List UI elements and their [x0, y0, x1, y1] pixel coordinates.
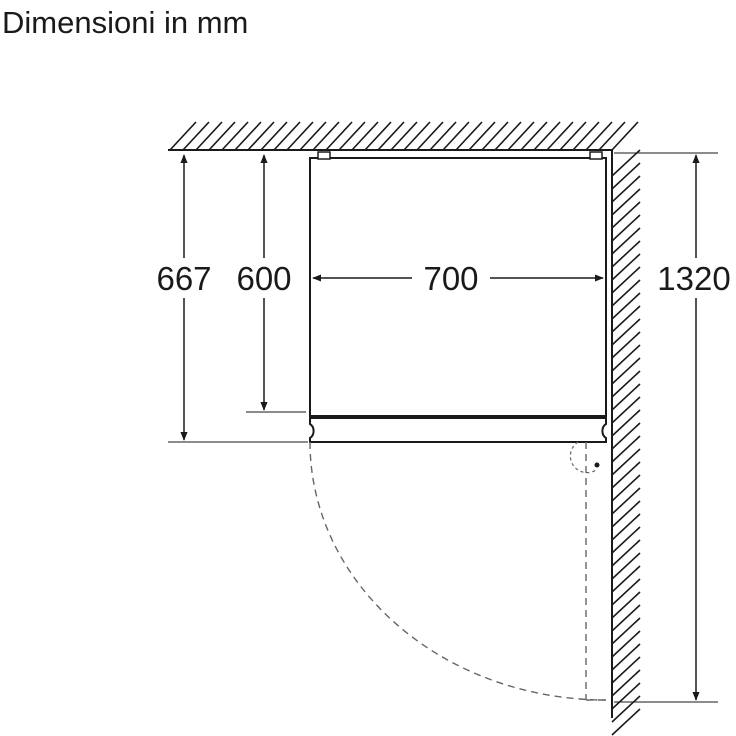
extension-lines: [168, 152, 718, 703]
wall-hatch-line: [611, 396, 641, 424]
wall-hatch-line: [325, 121, 353, 151]
wall-hatch-line: [247, 121, 275, 151]
wall-hatch-line: [611, 344, 641, 372]
wall-hatch-line: [403, 121, 431, 151]
wall-hatch-line: [611, 682, 641, 710]
wall-hatch-line: [611, 669, 641, 697]
wall-hatch-line: [494, 121, 522, 151]
wall-hatch-line: [611, 513, 641, 541]
wall-hatch-line: [611, 604, 641, 632]
wall-hatch-line: [611, 474, 641, 502]
wall-hatch-line: [611, 526, 641, 554]
wall-hatch-line: [455, 121, 483, 151]
wall-hatch-line: [585, 121, 613, 151]
wall-hatch-line: [611, 435, 641, 463]
side-wall: [611, 149, 641, 736]
wall-hatch-line: [611, 591, 641, 619]
wall-hatch-line: [611, 357, 641, 385]
wall-hatch-line: [338, 121, 366, 151]
wall-hatch-line: [611, 331, 641, 359]
wall-hatch-line: [195, 121, 223, 151]
wall-hatch-line: [351, 121, 379, 151]
wall-hatch-line: [364, 121, 392, 151]
wall-hatch-line: [611, 214, 641, 242]
wall-hatch-line: [611, 552, 641, 580]
wall-hatch-line: [611, 318, 641, 346]
wall-hatch-line: [611, 162, 641, 190]
wall-hatch-line: [169, 121, 197, 151]
wall-hatch-line: [611, 279, 641, 307]
wall-hatch-line: [273, 121, 301, 151]
wall-hatch-line: [611, 227, 641, 255]
wall-hatch-line: [611, 565, 641, 593]
wall-hatch-line: [611, 149, 641, 177]
wall-hatch-line: [481, 121, 509, 151]
wall-hatch-line: [559, 121, 587, 151]
wall-hatch-line: [312, 121, 340, 151]
wall-hatch-line: [299, 121, 327, 151]
wall-hatch-line: [468, 121, 496, 151]
hinge-pivot-icon: [594, 462, 600, 468]
wall-hatch-line: [611, 292, 641, 320]
wall-hatch-line: [611, 578, 641, 606]
wall-hatch-line: [208, 121, 236, 151]
wall-hatch-line: [611, 461, 641, 489]
wall-hatch-line: [611, 422, 641, 450]
wall-hatch-line: [546, 121, 574, 151]
wall-hatch-line: [611, 656, 641, 684]
wall-hatch-line: [611, 175, 641, 203]
wall-hatch-line: [611, 188, 641, 216]
back-wall: [168, 121, 639, 151]
wall-hatch-line: [611, 539, 641, 567]
dimension-600-label: 600: [236, 260, 291, 297]
wall-hatch-line: [286, 121, 314, 151]
dimension-667: 667: [150, 154, 218, 441]
wall-hatch-line: [377, 121, 405, 151]
wall-hatch-line: [611, 201, 641, 229]
wall-hatch-line: [611, 617, 641, 645]
wall-hatch-line: [390, 121, 418, 151]
wall-hatch-line: [429, 121, 457, 151]
wall-hatch-line: [611, 240, 641, 268]
wall-hatch-line: [611, 370, 641, 398]
wall-hatch-line: [572, 121, 600, 151]
wall-hatch-line: [221, 121, 249, 151]
dimension-600: 600: [230, 154, 298, 411]
fridge-door: [309, 417, 607, 443]
wall-hatch-line: [234, 121, 262, 151]
wall-hatch-line: [182, 121, 210, 151]
page-title: Dimensioni in mm: [2, 5, 249, 40]
wall-hatch-line: [507, 121, 535, 151]
wall-hatch-line: [260, 121, 288, 151]
wall-hatch-line: [611, 695, 641, 723]
wall-hatch-line: [611, 448, 641, 476]
dimension-667-label: 667: [156, 260, 211, 297]
dimension-700: 700: [312, 258, 604, 298]
wall-hatch-line: [611, 708, 641, 736]
wall-hatch-line: [416, 121, 444, 151]
wall-hatch-line: [611, 121, 639, 151]
wall-hatch-line: [611, 253, 641, 281]
wall-hatch-line: [611, 305, 641, 333]
wall-hatch-line: [611, 630, 641, 658]
fridge-cabinet: [309, 151, 607, 417]
wall-hatch-line: [611, 409, 641, 437]
dimension-1320: 1320: [654, 154, 734, 701]
dimension-1320-label: 1320: [657, 260, 730, 297]
wall-hatch-line: [520, 121, 548, 151]
wall-hatch-line: [611, 266, 641, 294]
wall-hatch-line: [598, 121, 626, 151]
wall-hatch-line: [611, 487, 641, 515]
dimension-700-label: 700: [423, 260, 478, 297]
wall-hatch-line: [611, 500, 641, 528]
wall-hatch-line: [611, 383, 641, 411]
wall-hatch-line: [533, 121, 561, 151]
door-swing-arc: [309, 441, 607, 701]
wall-hatch-line: [442, 121, 470, 151]
wall-hatch-line: [611, 643, 641, 671]
